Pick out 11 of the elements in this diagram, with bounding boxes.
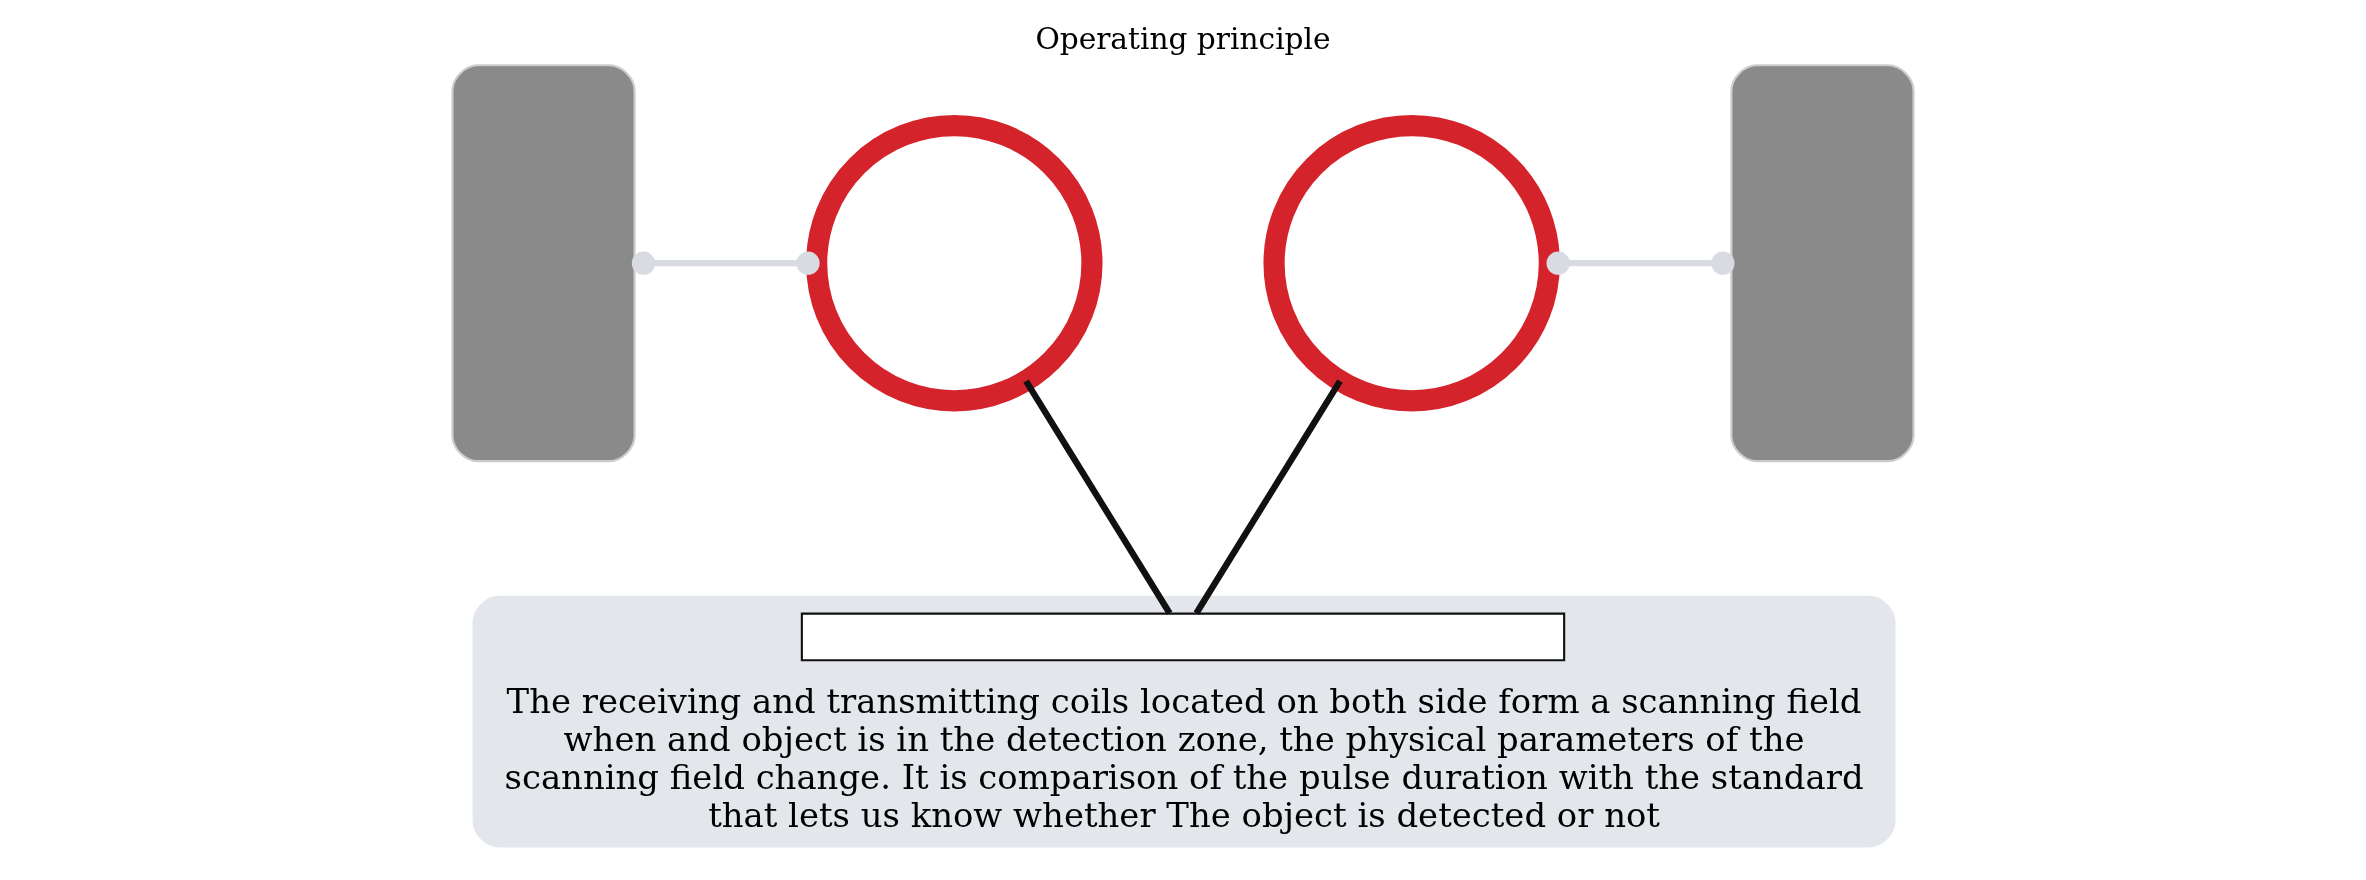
connector bbox=[631, 251, 820, 275]
node-circle bbox=[1263, 114, 1560, 412]
node-box bbox=[451, 64, 636, 463]
node-circle bbox=[806, 114, 1103, 412]
cluster: The receiving and transmitting coils located on both side form a scanning field when and object is in the detection zone, the physical parameters of the scanning field change. It is comparison of the pulse duration with the standard that lets us know whether The object is detected or not bbox=[472, 595, 1896, 848]
connector bbox=[1193, 379, 1343, 615]
node-box bbox=[800, 612, 1566, 662]
diagram-title: Operating principle bbox=[1035, 20, 1331, 56]
connector bbox=[1546, 251, 1735, 275]
connector bbox=[1023, 379, 1173, 615]
node-box bbox=[1730, 64, 1915, 463]
